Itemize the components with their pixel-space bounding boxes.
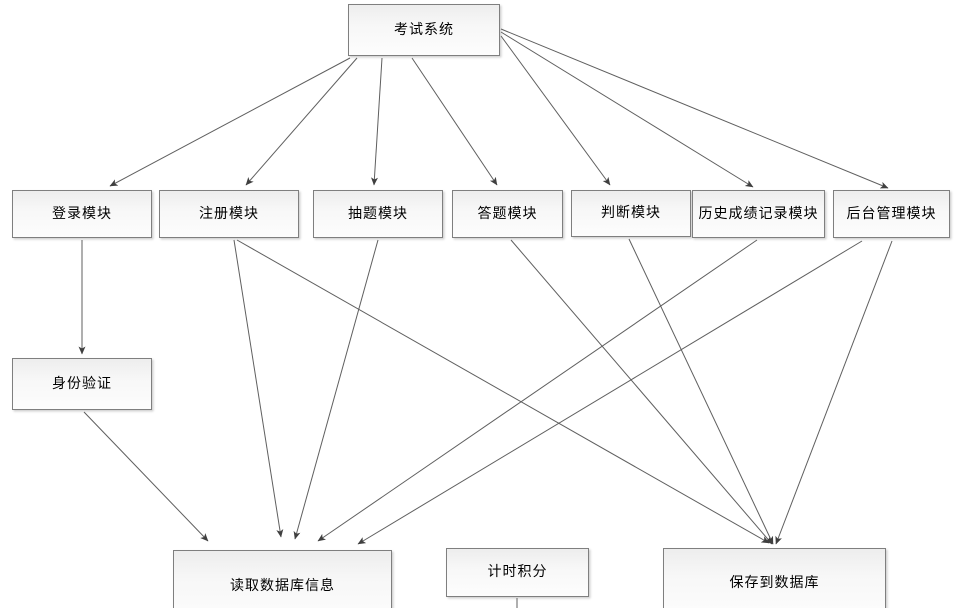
node-label: 答题模块	[477, 205, 538, 222]
node-label: 计时积分	[487, 564, 548, 581]
node-label: 判断模块	[601, 205, 661, 222]
edge-identity-verify-to-read-database	[83, 411, 209, 542]
node-login-module: 登录模块	[12, 190, 152, 238]
edge-exam-system-to-draw-question-module	[370, 57, 383, 186]
edge-exam-system-to-register-module	[245, 57, 358, 186]
node-answer-module: 答题模块	[452, 190, 563, 238]
edge-admin-module-to-read-database	[357, 240, 863, 545]
node-label: 历史成绩记录模块	[698, 205, 819, 222]
node-history-score-module: 历史成绩记录模块	[692, 190, 825, 238]
node-label: 考试系统	[394, 21, 454, 38]
edge-register-module-to-read-database	[233, 239, 284, 538]
edge-admin-module-to-save-database	[775, 240, 893, 545]
edge-exam-system-to-history-score-module	[500, 31, 754, 188]
edge-exam-system-to-admin-module	[500, 28, 889, 189]
edge-exam-system-to-login-module	[109, 57, 351, 187]
node-read-database: 读取数据库信息	[173, 550, 392, 608]
edge-exam-system-to-answer-module	[411, 57, 498, 186]
node-label: 抽题模块	[348, 205, 408, 222]
node-label: 身份验证	[52, 375, 112, 392]
node-admin-module: 后台管理模块	[833, 190, 950, 238]
edge-answer-module-to-save-database	[510, 239, 773, 545]
edge-register-module-to-save-database	[236, 239, 770, 544]
node-label: 登录模块	[52, 205, 112, 222]
edge-judge-module-to-save-database	[628, 238, 774, 545]
node-identity-verify: 身份验证	[12, 358, 152, 410]
edge-history-score-module-to-read-database	[317, 239, 758, 542]
node-register-module: 注册模块	[159, 190, 299, 238]
node-exam-system: 考试系统	[348, 4, 500, 56]
node-label: 保存到数据库	[729, 574, 820, 591]
node-save-database: 保存到数据库	[663, 548, 886, 608]
node-label: 注册模块	[199, 205, 259, 222]
edge-exam-system-to-judge-module	[500, 35, 611, 186]
node-timing-score: 计时积分	[446, 548, 589, 597]
node-judge-module: 判断模块	[571, 190, 691, 237]
node-label: 读取数据库信息	[230, 577, 335, 594]
edge-draw-question-module-to-read-database	[293, 239, 379, 540]
node-label: 后台管理模块	[846, 205, 937, 222]
node-draw-question-module: 抽题模块	[313, 190, 443, 238]
